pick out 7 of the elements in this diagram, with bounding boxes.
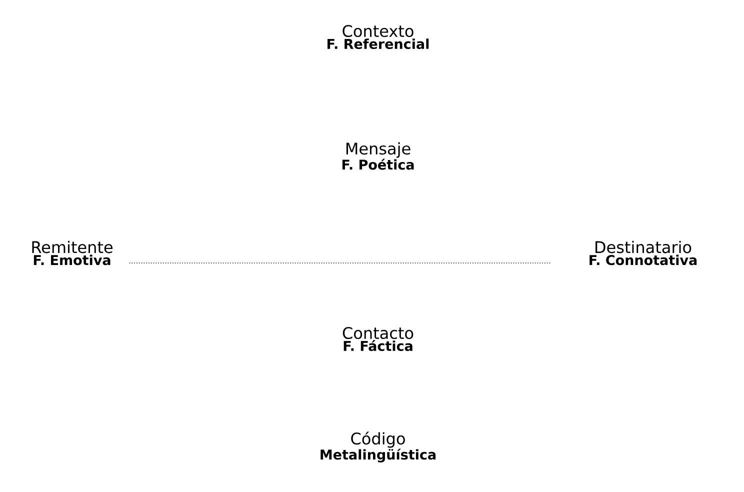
text-label: Contexto F. Referencial bbox=[328, 24, 429, 50]
text-label: Contacto F. Fáctica bbox=[342, 326, 414, 352]
text-label: Remitente F. Emotiva bbox=[32, 240, 112, 266]
dotted-line bbox=[128, 262, 551, 264]
text-label: Mensaje F. Poética bbox=[342, 142, 414, 170]
text-label: Código Metalingüística bbox=[320, 432, 436, 462]
text-label: Destinatario F. Connotativa bbox=[590, 240, 697, 266]
